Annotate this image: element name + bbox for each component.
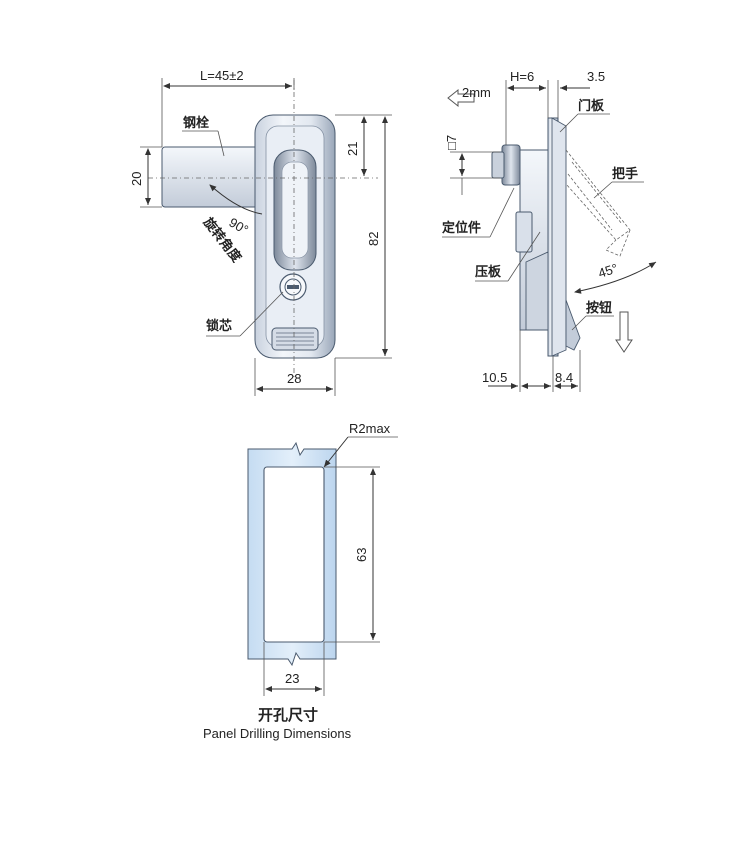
dim-depth-left: 10.5 xyxy=(482,370,507,385)
button-lever xyxy=(565,299,581,351)
push-button xyxy=(271,327,319,351)
dim-square: □7 xyxy=(444,135,459,150)
label-button: 按钮 xyxy=(586,300,612,315)
front-cap xyxy=(551,117,567,357)
square-shaft xyxy=(501,144,521,186)
shaft-nut xyxy=(491,151,505,179)
dim-travel: 2mm xyxy=(462,85,491,100)
caption-en: Panel Drilling Dimensions xyxy=(203,726,352,741)
label-lock-core: 锁芯 xyxy=(206,318,232,333)
angle-rotation: 90° xyxy=(227,215,252,238)
dim-depth-right: 8.4 xyxy=(555,370,573,385)
dim-cut-height: 63 xyxy=(354,548,369,562)
dim-offset: 3.5 xyxy=(587,69,605,84)
dim-height: 82 xyxy=(366,232,381,246)
lock-core-ring xyxy=(284,278,302,296)
handle-grip xyxy=(281,161,309,259)
handle-rotated xyxy=(565,149,631,257)
angle-handle: 45° xyxy=(596,261,619,281)
travel-arrow-icon xyxy=(447,88,475,108)
dim-top: 21 xyxy=(345,142,360,156)
side-view: H=6 3.5 2mm □7 10.5 8.4 45° 门板 把手 定位 xyxy=(441,69,657,392)
caption-zh: 开孔尺寸 xyxy=(258,706,318,724)
label-door-panel: 门板 xyxy=(578,98,605,113)
pressure-plate xyxy=(525,251,549,331)
dim-width: 28 xyxy=(287,371,301,386)
dim-bolt-height: 20 xyxy=(129,172,144,186)
label-handle: 把手 xyxy=(612,166,638,181)
label-bolt: 钢栓 xyxy=(183,115,209,130)
dim-thickness: H=6 xyxy=(510,69,534,84)
key-slot xyxy=(287,285,299,289)
label-positioner: 定位件 xyxy=(441,220,481,235)
press-arrow-icon xyxy=(615,311,633,353)
dim-radius: R2max xyxy=(349,421,391,436)
positioner-block xyxy=(515,211,533,253)
dim-length: L=45±2 xyxy=(200,68,244,83)
label-pressure-plate: 压板 xyxy=(475,264,502,279)
dim-cut-width: 23 xyxy=(285,671,299,686)
panel-cutout: R2max 63 23 开孔尺寸 Panel Drilling Dimensio… xyxy=(203,421,398,741)
button-ribs xyxy=(276,332,314,346)
cut-hole xyxy=(263,466,325,643)
front-view: L=45±2 20 21 82 28 90° 旋转角度 钢栓 锁芯 xyxy=(129,68,392,396)
